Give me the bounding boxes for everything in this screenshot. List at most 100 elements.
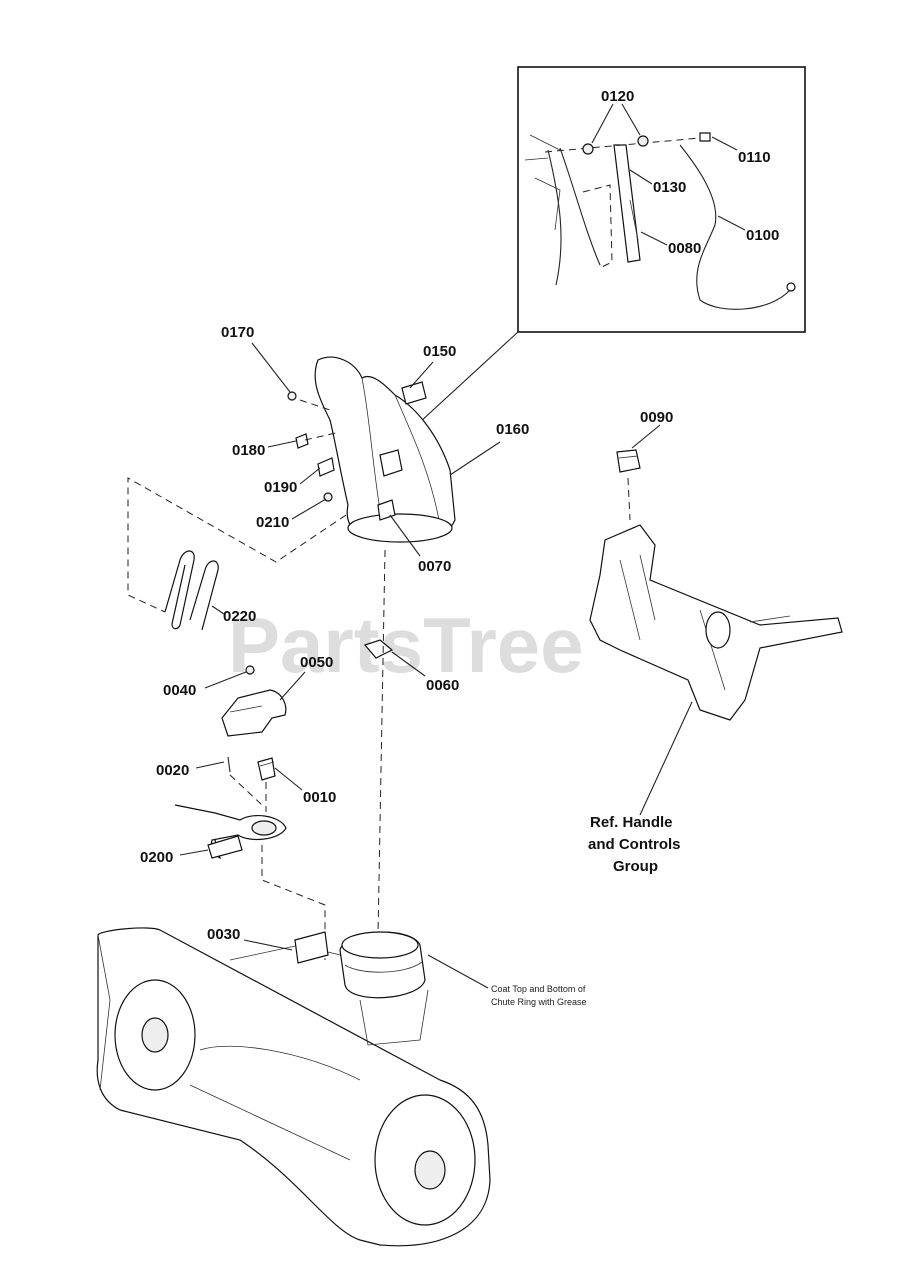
- leader-0120a: [591, 103, 614, 144]
- ring-clamp-0030: [294, 931, 329, 964]
- inset-axis: [544, 137, 701, 153]
- leader-0210: [291, 498, 327, 520]
- handle-post: [699, 609, 726, 691]
- crank-axis: [261, 845, 326, 960]
- hardware-0170: [287, 391, 297, 401]
- inset-bracket: [534, 177, 561, 231]
- hardware-axis-2: [304, 431, 341, 441]
- ref-note-line3: Group: [613, 858, 658, 875]
- leader-handle-ref: [639, 701, 693, 816]
- crank-bracket-0200: [174, 804, 287, 860]
- inset-rod-teeth: [629, 199, 639, 241]
- callout-0210: 0210: [256, 514, 289, 531]
- detail-inset: 0120 0110 0130 0080 0100: [517, 66, 806, 333]
- pins-outline-dash: [127, 477, 347, 613]
- leader-0200: [179, 849, 209, 856]
- hardware-0190: [317, 457, 335, 477]
- callout-0180: 0180: [232, 442, 265, 459]
- crank-shaft: [207, 835, 243, 859]
- leader-0060: [391, 651, 426, 677]
- callout-0070: 0070: [418, 558, 451, 575]
- hairpin-clip-1: [164, 550, 195, 630]
- screw-0040: [245, 665, 255, 675]
- watermark-text: PartsTree: [228, 601, 584, 689]
- callout-0110: 0110: [738, 149, 771, 166]
- handle-lever-1: [619, 559, 641, 641]
- keeper-0060: [363, 639, 394, 659]
- screw-0020: [227, 756, 231, 773]
- housing-contour: [199, 1045, 361, 1081]
- housing-right-bearing: [414, 1150, 446, 1190]
- leader-0080: [640, 231, 668, 246]
- leader-0180: [267, 440, 297, 448]
- chute-ring-top: [341, 931, 419, 959]
- knob-0090: [616, 449, 641, 473]
- grease-note-line2: Chute Ring with Grease: [491, 997, 587, 1007]
- inset-nut-right: [637, 135, 649, 147]
- chute-ring-groove: [344, 961, 423, 973]
- leader-0010: [274, 767, 303, 791]
- inset-chute-edge-2: [547, 149, 562, 286]
- hairpin-clips: 0220: [164, 550, 256, 631]
- chute-label-plate: [379, 449, 403, 477]
- callout-0040: 0040: [163, 682, 196, 699]
- gear-housing: 0040 0050: [163, 654, 333, 737]
- inset-cable-end: [786, 282, 796, 292]
- leader-0030: [243, 939, 293, 951]
- leader-0220: [211, 605, 225, 615]
- callout-0010: 0010: [303, 789, 336, 806]
- callout-0060: 0060: [426, 677, 459, 694]
- housing-left-bearing: [141, 1017, 169, 1053]
- leader-0170: [251, 342, 291, 393]
- discharge-chute: 0170 0150 0160 0180 0190 0210 0070: [221, 324, 529, 575]
- callout-0090: 0090: [640, 409, 673, 426]
- inset-dash-outline: [582, 184, 613, 269]
- leader-grease-note: [427, 954, 489, 989]
- hardware-axis-1: [299, 399, 331, 411]
- callout-0150: 0150: [423, 343, 456, 360]
- inset-line-2: [524, 157, 549, 161]
- knob-axis: [627, 477, 631, 521]
- hairpin-clip-2: [189, 560, 219, 631]
- chute-axis: [377, 549, 386, 936]
- inset-frame: [517, 66, 806, 333]
- leader-0130: [629, 169, 653, 185]
- chute-crank-assembly: 0020 0010 0200: [140, 756, 336, 866]
- leader-0070: [389, 514, 421, 557]
- callout-0200: 0200: [140, 849, 173, 866]
- knob-edge: [618, 455, 639, 459]
- leader-0050: [279, 671, 306, 701]
- callout-0030: 0030: [207, 926, 240, 943]
- ref-note-line2: and Controls: [588, 836, 681, 853]
- callout-0160: 0160: [496, 421, 529, 438]
- chute-crease-2: [394, 394, 441, 526]
- auger-housing: 0030 Coat Top and Bottom of Chute Ring w…: [96, 926, 587, 1247]
- grease-note-line1: Coat Top and Bottom of: [491, 984, 586, 994]
- inset-nut-left: [582, 143, 594, 155]
- leader-0020: [195, 761, 225, 769]
- chute-keeper: 0060: [363, 639, 459, 694]
- leader-0090: [631, 424, 661, 449]
- callout-0100: 0100: [746, 227, 779, 244]
- inset-clip-0110: [699, 132, 711, 142]
- inset-chute-edge: [559, 147, 601, 266]
- hardware-0180: [295, 433, 309, 449]
- leader-0100: [717, 215, 746, 231]
- housing-edge: [229, 705, 263, 713]
- callout-0120: 0120: [601, 88, 634, 105]
- callout-0020: 0020: [156, 762, 189, 779]
- chute-key-0070: [377, 499, 396, 521]
- leader-0110: [711, 136, 738, 151]
- leader-0150: [409, 361, 434, 389]
- callout-0050: 0050: [300, 654, 333, 671]
- ref-note-line1: Ref. Handle: [590, 814, 673, 831]
- callout-0220: 0220: [223, 608, 256, 625]
- chute-crease: [361, 377, 381, 511]
- crank-hub: [251, 820, 277, 836]
- gear-0010: [257, 757, 276, 781]
- handle-lever-2: [639, 554, 656, 621]
- handle-bar: [749, 615, 791, 623]
- callout-0130: 0130: [653, 179, 686, 196]
